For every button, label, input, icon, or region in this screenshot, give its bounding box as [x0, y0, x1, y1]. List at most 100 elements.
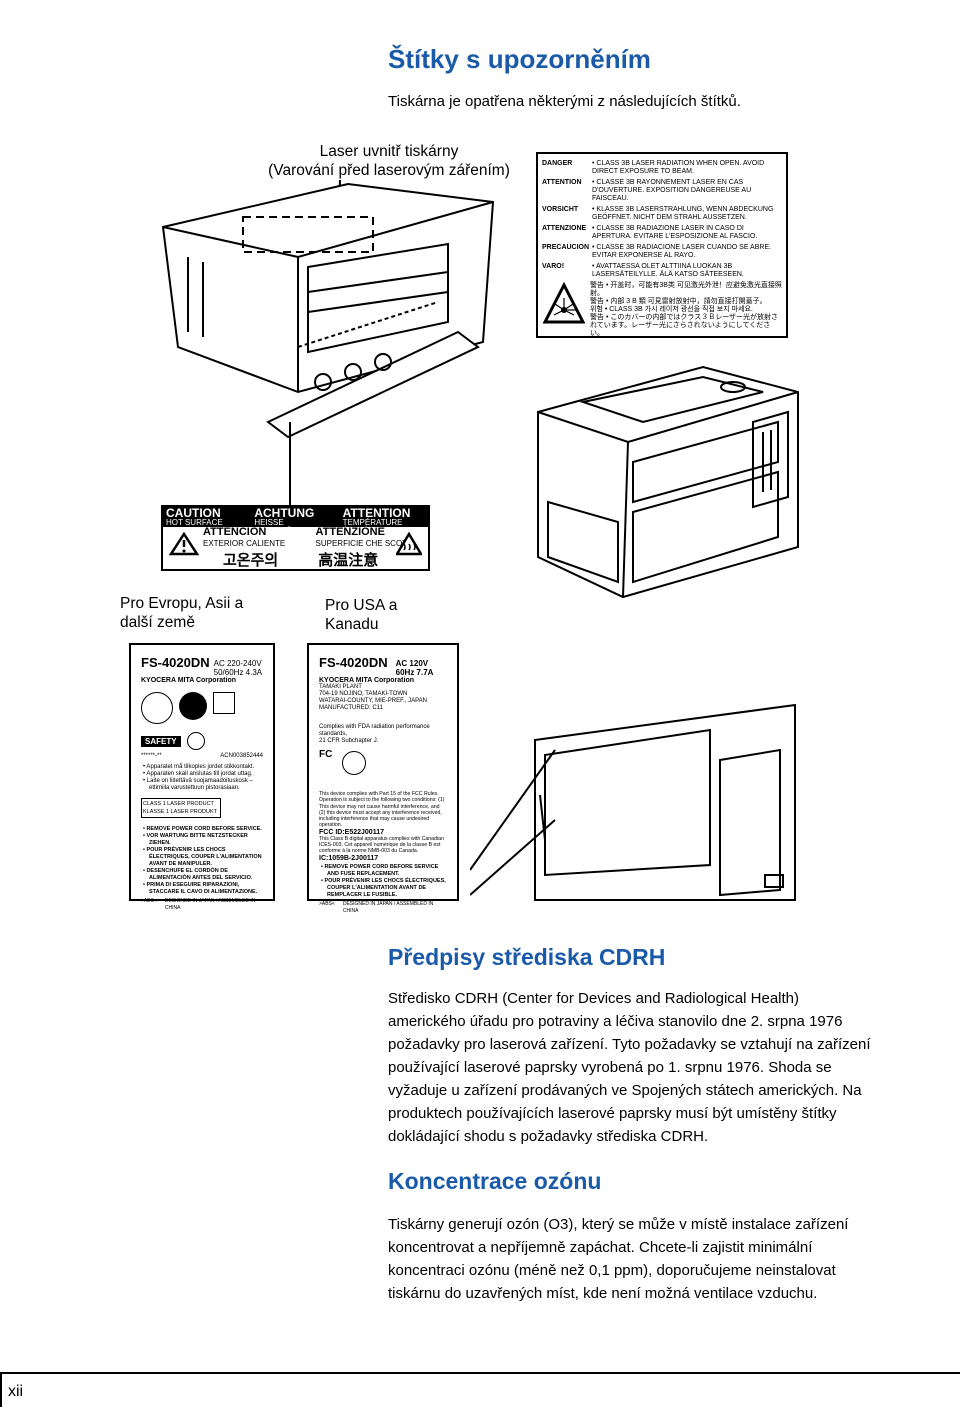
caution-callout-line: [289, 422, 291, 505]
us-designed: DESIGNED IN JAPAN / ASSEMBLED IN CHINA: [342, 900, 434, 914]
cdrh-text-line: používající laserové paprsky vyrobená po…: [388, 1059, 832, 1076]
eu-stars: ******-**: [141, 753, 162, 759]
us-plant: TAMAKI PLANT: [319, 684, 362, 690]
us-fda2: 21 CFR Subchapter J.: [319, 738, 379, 744]
eu-cord-line: • VOR WARTUNG BITTE NETZSTECKER ZIEHEN.: [143, 833, 248, 846]
laser-warning-label-text: PRECAUCION: [542, 244, 590, 251]
laser-warning-text: • KLASSE 3B LASERSTRAHLUNG, WENN ABDECKU…: [592, 206, 774, 221]
cdrh-text-line: produktech používajících laserové paprsk…: [388, 1105, 837, 1122]
laser-caption-line2: (Varování před laserovým zářením): [268, 162, 510, 179]
caution-title-de: ACHTUNG: [254, 506, 315, 520]
printer-front-illustration: [537, 365, 799, 599]
ul-logo-icon: [342, 751, 367, 775]
laser-warning-label: DANGER • CLASS 3B LASER RADIATION WHEN OP…: [536, 152, 788, 338]
tuv-mark-icon: [141, 692, 173, 724]
caution-sub-es: EXTERIOR CALIENTE: [203, 539, 286, 548]
eu-class1-box: CLASS 1 LASER PRODUCT KLASSE 1 LASER PRO…: [141, 798, 221, 818]
eu-rating1: AC 220-240V: [213, 659, 262, 668]
laser-warning-label-text: DANGER: [542, 160, 573, 167]
laser-warning-asian: 警告 • 开盖时，可能有3B类 可见激光外泄！应避免激光直接照射。警告 • 内部…: [586, 282, 782, 338]
us-maker: KYOCERA MITA Corporation: [319, 677, 415, 684]
eu-model: FS-4020DN: [141, 655, 210, 670]
eu-cord-notes: • REMOVE POWER CORD BEFORE SERVICE.• VOR…: [131, 826, 273, 896]
ozone-title: Koncentrace ozónu: [388, 1168, 602, 1194]
us-fcc-id: FCC ID:E522J00117: [319, 828, 384, 836]
laser-warning-asian-line: 警告 • 开盖时，可能有3B类 可见激光外泄！应避免激光直接照射。: [590, 282, 782, 297]
caution-korean: 고온주의: [223, 552, 279, 569]
caution-title-es: ATTENCION: [203, 526, 267, 538]
eu-cert: ACN003852444: [220, 753, 263, 759]
us-model: FS-4020DN: [319, 655, 388, 670]
laser-caption-line1: Laser uvnitř tiskárny: [319, 143, 459, 160]
eu-maker: KYOCERA MITA Corporation: [141, 677, 237, 684]
cdrh-text-line: dokládající shodu s požadavky střediska …: [388, 1128, 709, 1145]
caption-usa-line2: Kanadu: [325, 616, 379, 633]
eu-cord-line: • POUR PRÉVENIR LES CHOCS ÉLECTRIQUES, C…: [143, 847, 262, 867]
caution-sub-de: HEISSE OBERFLÄCHE: [254, 518, 309, 535]
hot-surface-icon: [396, 532, 422, 556]
gs-mark-icon: [179, 692, 207, 720]
eu-class1b: KLASSE 1 LASER PRODUKT: [143, 809, 217, 815]
eu-designed: DESIGNED IN JAPAN / ASSEMBLED IN CHINA: [164, 898, 256, 911]
us-abs: >ABS<: [319, 900, 335, 907]
laser-warning-asian-line: 위험 • CLASS 3B 가시 레이저 광선을 직접 보지 마세요.: [590, 306, 753, 313]
warning-triangle-icon: [169, 532, 199, 556]
us-cord-line: • REMOVE POWER CORD BEFORE SERVICE AND F…: [321, 863, 439, 877]
rating-label-eu: FS-4020DN AC 220-240V 50/60Hz 4.3A KYOCE…: [129, 643, 275, 911]
cdrh-text-line: Středisko CDRH (Center for Devices and R…: [388, 990, 799, 1007]
ozone-text: Tiskárny generují ozón (O3), který se mů…: [388, 1213, 948, 1305]
caution-sub-it: SUPERFICIE CHE SCOTIA: [315, 539, 415, 548]
eu-abs: >ABS<: [141, 898, 157, 904]
eu-cord-line: • REMOVE POWER CORD BEFORE SERVICE.: [143, 826, 262, 832]
laser-warning-row: ATTENTION• CLASSE 3B RAYONNEMENT LASER E…: [542, 179, 782, 203]
page-number: xii: [8, 1383, 24, 1400]
laser-caption: Laser uvnitř tiskárny (Varování před las…: [258, 142, 520, 180]
printer-side-illustration: [470, 703, 796, 901]
caption-europe: Pro Evropu, Asii a další země: [120, 594, 243, 632]
cdrh-text-line: požadavky pro laserová zařízení. Tyto po…: [388, 1036, 871, 1053]
us-ic: IC:1059B-2J00117: [319, 854, 379, 862]
us-mfd: MANUFACTURED: C11: [319, 705, 383, 711]
caption-usa-line1: Pro USA a: [325, 597, 398, 614]
caption-usa: Pro USA a Kanadu: [325, 596, 397, 634]
pse-mark-icon: [186, 732, 205, 750]
eu-rating2: 50/60Hz 4.3A: [213, 668, 263, 677]
us-cord-notes: • REMOVE POWER CORD BEFORE SERVICE AND F…: [309, 864, 457, 899]
laser-warning-label-text: VARO!: [542, 263, 565, 270]
laser-warning-asian-line: 警告 • このカバーの内部ではクラス３Ｂレーザー光が放射されています。レーザー光…: [590, 314, 779, 337]
us-fda1: Complies with FDA radiation performance …: [319, 724, 430, 737]
laser-warning-text: • CLASS 3B LASER RADIATION WHEN OPEN. AV…: [592, 160, 765, 175]
footer-left-rule: [0, 1372, 2, 1407]
caution-title-en: CAUTION: [166, 506, 221, 520]
ozone-text-line: koncentrovat a nepříjemně zapáchat. Chce…: [388, 1239, 813, 1256]
cdrh-text-line: amerického úřadu pro potraviny a léčiva …: [388, 1013, 843, 1030]
eu-nordic-line: • Apparatet må tilkoples jordet stikkont…: [143, 764, 255, 770]
laser-warning-row: DANGER • CLASS 3B LASER RADIATION WHEN OP…: [542, 160, 782, 176]
laser-warning-asian-line: 警告 • 内部 3 B 類 可見雷射放射中，請勿直接打開蓋子。: [590, 298, 767, 305]
us-addr1: 704-19 NOJINO, TAMAKI-TOWN: [319, 691, 408, 697]
laser-warning-label-text: VORSICHT: [542, 206, 579, 213]
caution-title-fr: ATTENTION: [342, 506, 411, 520]
fcc-logo-icon: FC: [319, 749, 333, 760]
laser-warning-rows: DANGER • CLASS 3B LASER RADIATION WHEN OP…: [542, 160, 782, 279]
weee-icon: [213, 692, 235, 714]
us-addr2: WATARAI-COUNTY, MIE-PREF., JAPAN: [319, 698, 428, 704]
cdrh-text: Středisko CDRH (Center for Devices and R…: [388, 987, 948, 1148]
eu-class1: CLASS 1 LASER PRODUCT: [143, 801, 214, 807]
eu-nordic-line: • Laite on liitettävä suojamaadoituskosk…: [143, 778, 253, 791]
caution-title-it: ATTENZIONE: [315, 526, 385, 538]
ozone-text-line: tiskárnu do uzavřených míst, kde není mo…: [388, 1285, 818, 1302]
printer-rear-illustration: [161, 182, 495, 439]
us-cord-line: • POUR PRÉVENIR LES CHOCS ÉLECTRIQUES, C…: [321, 877, 446, 898]
cdrh-title: Předpisy střediska CDRH: [388, 944, 666, 970]
eu-safety-mark: SAFETY: [141, 735, 181, 747]
footer-rule: [0, 1372, 960, 1374]
laser-warning-text: • CLASSE 3B RADIACIONE LASER CUANDO SE A…: [592, 244, 772, 259]
us-rating2: 60Hz 7.7A: [395, 668, 434, 677]
eu-cord-line: • DESENCHUFE EL CORDÓN DE ALIMENTACIÓN A…: [143, 868, 253, 881]
caution-sub-fr: TEMPÉRATURE ÉLEVÉE: [342, 518, 403, 535]
page-title: Štítky s upozorněním: [388, 44, 651, 74]
